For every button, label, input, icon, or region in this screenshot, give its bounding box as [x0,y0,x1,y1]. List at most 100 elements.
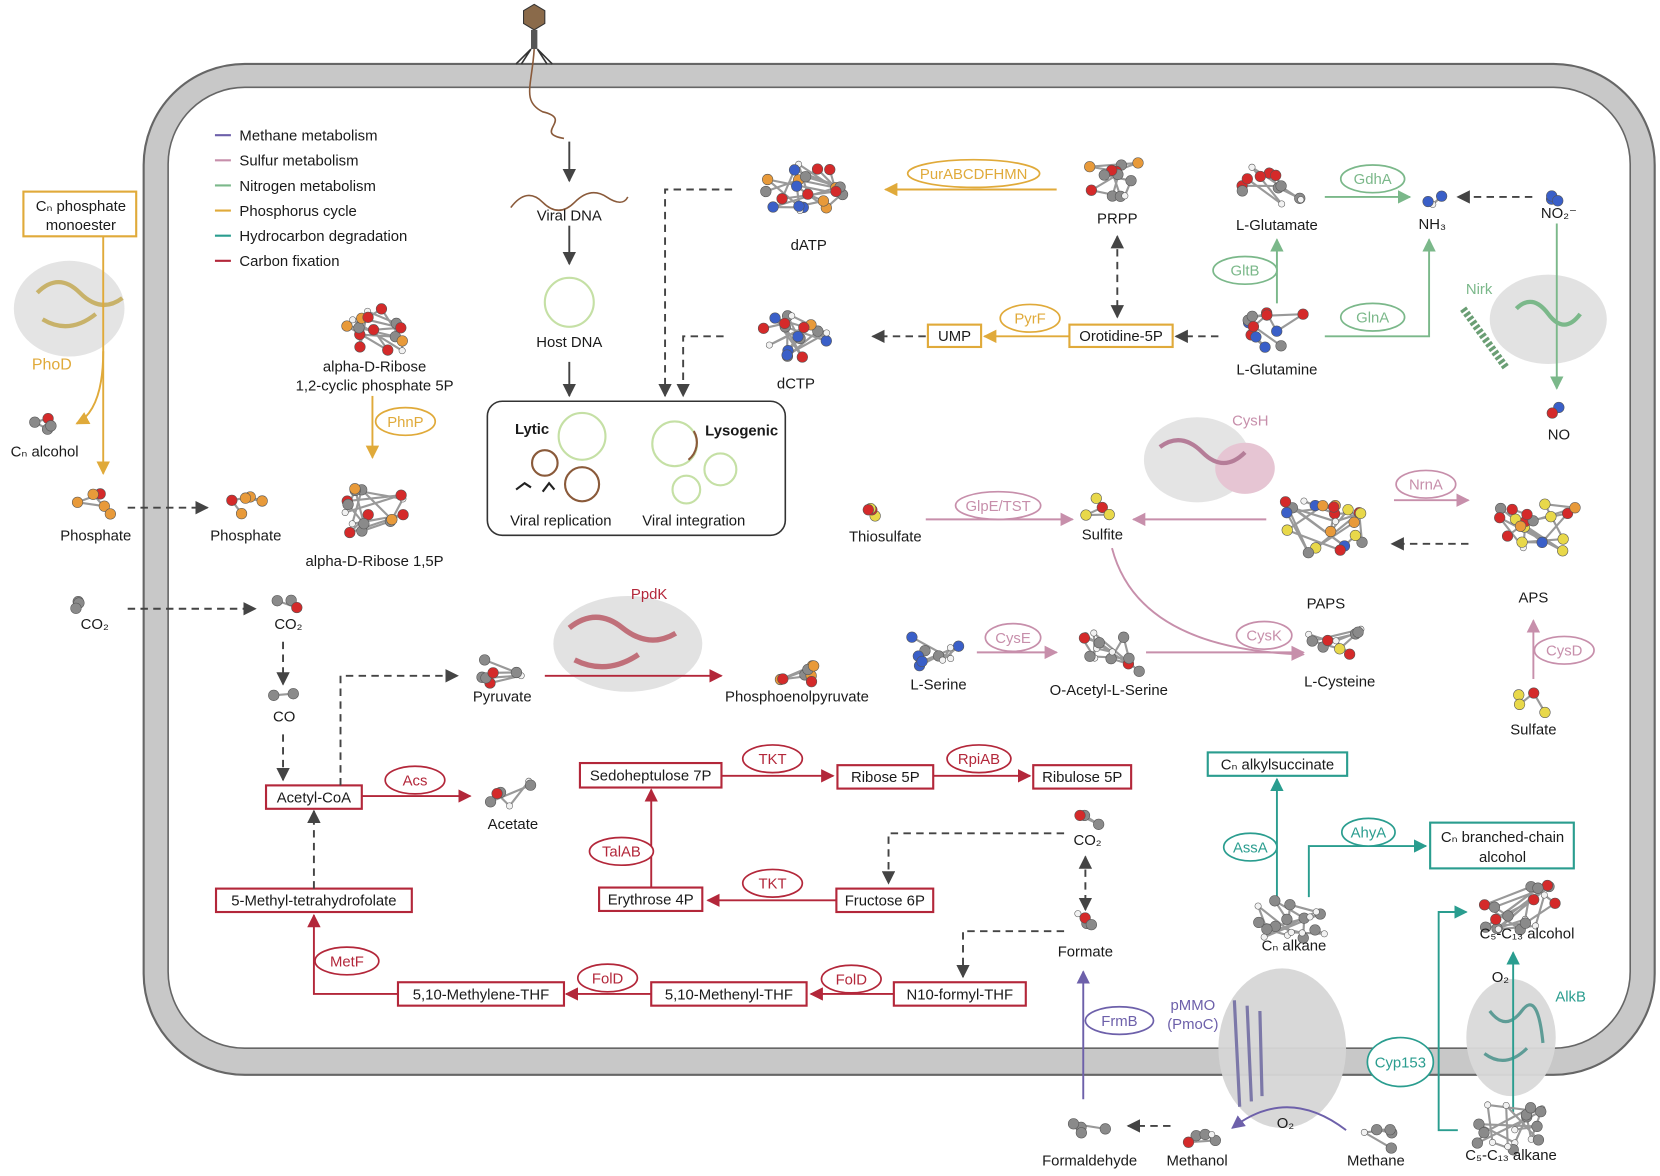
molecule-prpp-icon [1084,157,1144,202]
enzyme-glpe: GlpE/TST [954,490,1042,521]
label-c5-alkane: C₅-C₁₃ alkane [1465,1148,1556,1164]
molecule-dctp-icon [757,310,832,363]
label-ribose-15p: alpha-D-Ribose 1,5P [306,554,444,570]
label-oacetyl-serine: O-Acetyl-L-Serine [1050,683,1168,699]
label-co2-in: CO₂ [274,617,302,633]
enzyme-cysd: CysD [1533,635,1595,665]
label-host-dna: Host DNA [536,335,602,351]
molecule-aps-icon [1494,498,1581,557]
monoester-box [22,190,138,238]
molecule-no2-icon [1545,190,1564,207]
enzyme-nrna: NrnA [1395,469,1457,499]
molecule-co2-out-icon [70,595,85,614]
enzyme-label: AhyA [1351,826,1387,842]
acetylcoa-box: Acetyl-CoA [264,784,363,810]
enzyme-fold2: FolD [820,964,882,994]
enzyme-label: PurABCDFHMN [920,167,1027,183]
enzyme-label: TKT [758,877,786,893]
molecule-glutamine-icon [1242,307,1309,353]
enzyme-label: CysE [995,631,1031,647]
enzyme-metf: MetF [314,946,380,976]
label-no2: NO₂⁻ [1541,206,1577,222]
phod-protein-icon [13,260,125,357]
molecule-acetate-icon [484,777,537,810]
molecule-formaldehyde-icon [1067,1118,1111,1139]
label-c5-alcohol: C₅-C₁₃ alcohol [1480,927,1575,943]
n10-formyl-thf-box: N10-formyl-THF [892,981,1027,1007]
enzyme-label: RpiAB [958,752,1000,768]
molecule-c5-alkane-icon [1471,1101,1547,1156]
enzyme-label: FolD [592,971,624,987]
box-label: Sedoheptulose 7P [590,769,712,785]
label-co2-out: CO₂ [81,617,109,633]
enzyme-frmb: FrmB [1084,1005,1155,1036]
molecule-pep-icon [774,660,820,688]
label-pmoc: (PmoC) [1167,1017,1218,1033]
enzyme-fold1: FolD [576,963,639,993]
box-label: Cₙ branched-chain [1441,830,1564,846]
enzyme-label: GdhA [1354,172,1392,188]
legend-label: Phosphorus cycle [239,204,356,220]
box-label: 5,10-Methenyl-THF [665,987,793,1003]
box-label: Fructose 6P [845,894,925,910]
label-paps: PAPS [1307,597,1346,613]
label-nh3: NH₃ [1419,217,1447,233]
enzyme-label: Acs [403,773,428,789]
label-formate: Formate [1058,945,1113,961]
label-monoester-2: monoester [46,218,116,234]
legend-label: Hydrocarbon degradation [239,229,407,245]
molecule-methanol-icon [1182,1128,1221,1148]
label-lysogenic: Lysogenic [705,423,778,439]
enzyme-label: NrnA [1409,478,1443,494]
label-alkb: AlkB [1555,989,1586,1005]
label-glutamine: L-Glutamine [1236,363,1317,379]
enzyme-ahya: AhyA [1340,817,1396,847]
label-sulfite: Sulfite [1082,528,1123,544]
enzyme-label: AssA [1233,840,1268,856]
label-viral-replication: Viral replication [510,514,611,530]
legend-label: Methane metabolism [239,129,377,145]
label-nirk: Nirk [1466,282,1493,298]
box-label: Orotidine-5P [1079,329,1163,345]
box-label: Erythrose 4P [608,893,694,909]
label-cysh: CysH [1232,414,1268,430]
label-monoester: Cₙ phosphate [36,199,126,215]
box-label: 5,10-Methylene-THF [413,987,549,1003]
ppdk-protein-icon [553,595,703,692]
enzyme-label: FolD [836,972,868,988]
label-thiosulfate: Thiosulfate [849,530,922,546]
molecule-nh3-icon [1422,190,1448,208]
branched-alcohol-box [1429,821,1575,870]
enzyme-label: GlpE/TST [965,499,1030,515]
enzyme-label: FrmB [1101,1014,1137,1030]
label-phosphate-out: Phosphate [60,529,131,545]
molecule-datp-icon [760,160,849,215]
molecule-phosphate-in-icon [226,491,268,520]
enzyme-pur: PurABCDFHMN [906,158,1041,189]
molecule-ribose-cyclic-icon [341,303,408,356]
enzyme-label: MetF [330,954,364,970]
nirk-protein-icon [1460,274,1607,370]
enzyme-pyrf: PyrF [999,303,1061,333]
label-no: NO [1548,428,1570,444]
legend-label: Sulfur metabolism [239,154,358,170]
molecule-glutamate-icon [1236,163,1306,208]
label-phod: PhoD [32,356,72,373]
label-pmmo: pMMO [1171,998,1216,1014]
label-formaldehyde: Formaldehyde [1042,1153,1137,1169]
enzyme-label: PhnP [387,415,423,431]
label-serine: L-Serine [910,678,966,694]
enzyme-cyp153: Cyp153 [1366,1036,1435,1088]
label-dctp: dCTP [777,376,815,392]
molecule-no-icon [1546,401,1565,419]
enzyme-gltb: GltB [1212,255,1278,286]
molecule-co2-in-icon [271,594,303,614]
enzyme-label: CysK [1246,629,1282,645]
molecule-serine-icon [906,631,965,672]
legend-label: Nitrogen metabolism [239,179,375,195]
enzyme-label: TalAB [602,845,641,861]
label-methanol: Methanol [1167,1153,1228,1169]
methenyl-thf-box: 5,10-Methenyl-THF [650,981,808,1007]
label-methane: Methane [1347,1153,1405,1169]
